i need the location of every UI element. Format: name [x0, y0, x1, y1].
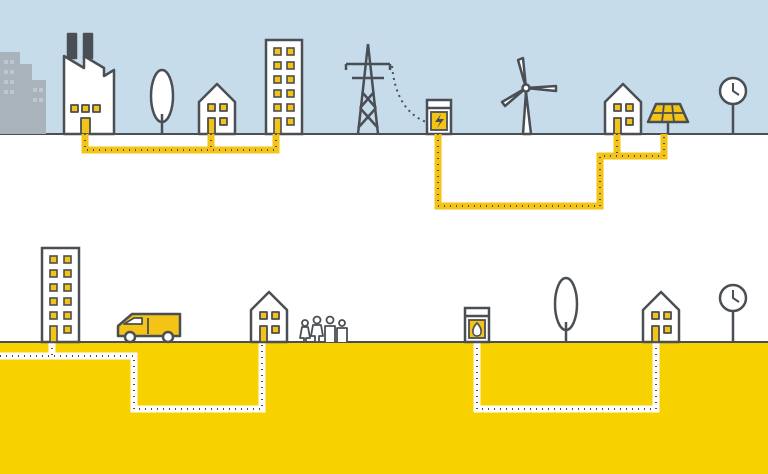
house-icon	[197, 82, 237, 136]
wind-turbine-icon	[500, 56, 558, 136]
apartment-building-icon	[264, 38, 304, 136]
power-cable	[391, 65, 427, 123]
tree-icon	[149, 68, 175, 134]
clock-icon	[718, 76, 748, 134]
tree-icon	[553, 276, 579, 342]
pipe-bottom-right	[473, 342, 660, 413]
clock-icon	[718, 283, 748, 342]
van-icon	[116, 312, 182, 344]
people-icon	[299, 315, 348, 343]
gas-box-icon	[463, 306, 491, 344]
solar-panel-icon	[646, 102, 690, 134]
house-icon	[641, 290, 681, 344]
electric-box-icon	[425, 98, 453, 136]
pipe-top-left	[81, 134, 280, 154]
distant-buildings-icon	[0, 52, 46, 134]
pipe-bottom-left	[0, 342, 266, 413]
house-icon	[603, 82, 643, 136]
pipe-top-right	[434, 134, 668, 210]
apartment-building-icon	[40, 246, 81, 344]
factory-icon	[62, 32, 116, 136]
house-icon	[249, 290, 289, 344]
power-pylon-icon	[344, 43, 392, 135]
